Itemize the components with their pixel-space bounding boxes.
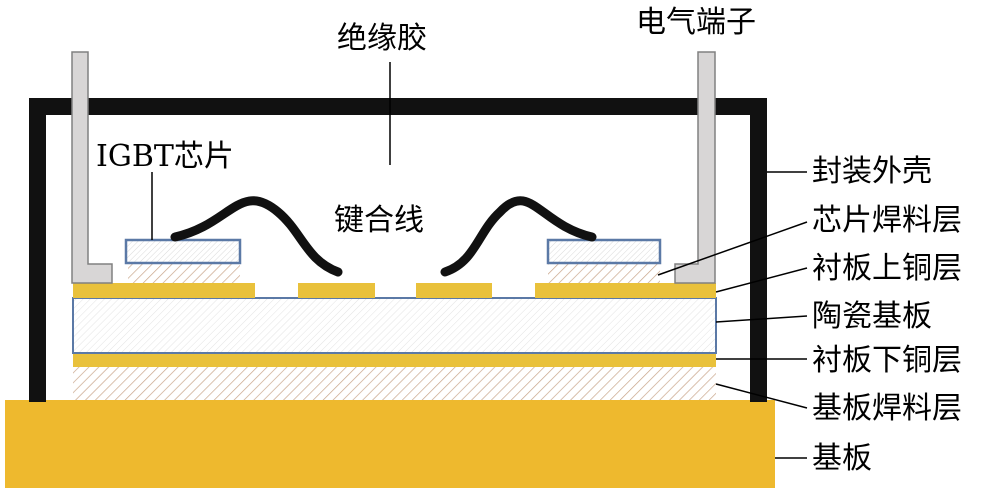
label-baseplate: 基板 [812, 441, 872, 476]
baseplate-solder-layer [73, 367, 716, 400]
chip-solder-layer [128, 263, 240, 283]
leader-upper-copper-layer [715, 267, 808, 293]
label-chip-solder-layer: 芯片焊料层 [812, 203, 962, 238]
igbt-chip [124, 238, 242, 265]
igbt-chip [546, 238, 662, 265]
label-baseplate-solder-layer: 基板焊料层 [812, 391, 962, 426]
leader-ceramic-substrate [715, 315, 808, 323]
label-lower-copper-layer: 衬板下铜层 [812, 343, 962, 378]
upper-copper-pad [416, 283, 492, 298]
bond-wire [440, 196, 597, 277]
electrical-terminal [71, 51, 113, 284]
baseplate [5, 400, 775, 488]
bond-wire [170, 196, 343, 277]
lower-copper-layer [73, 353, 716, 367]
chip-solder-layer [548, 263, 660, 283]
upper-copper-pad [535, 283, 716, 298]
label-bond-wire: 键合线 [330, 204, 428, 238]
label-upper-copper-layer: 衬板上铜层 [812, 251, 962, 286]
ceramic-substrate [72, 297, 717, 354]
label-insulating-gel: 绝缘胶 [337, 21, 427, 56]
leader-baseplate-solder-layer [715, 383, 808, 409]
label-igbt-chip: IGBT芯片 [96, 139, 234, 174]
label-ceramic-substrate: 陶瓷基板 [812, 299, 932, 334]
label-electrical-terminal: 电气端子 [636, 5, 756, 40]
electrical-terminal [674, 51, 716, 284]
upper-copper-pad [73, 283, 255, 298]
label-package-shell: 封装外壳 [812, 154, 932, 189]
upper-copper-pad [298, 283, 375, 298]
leader-chip-solder-layer [657, 221, 808, 276]
